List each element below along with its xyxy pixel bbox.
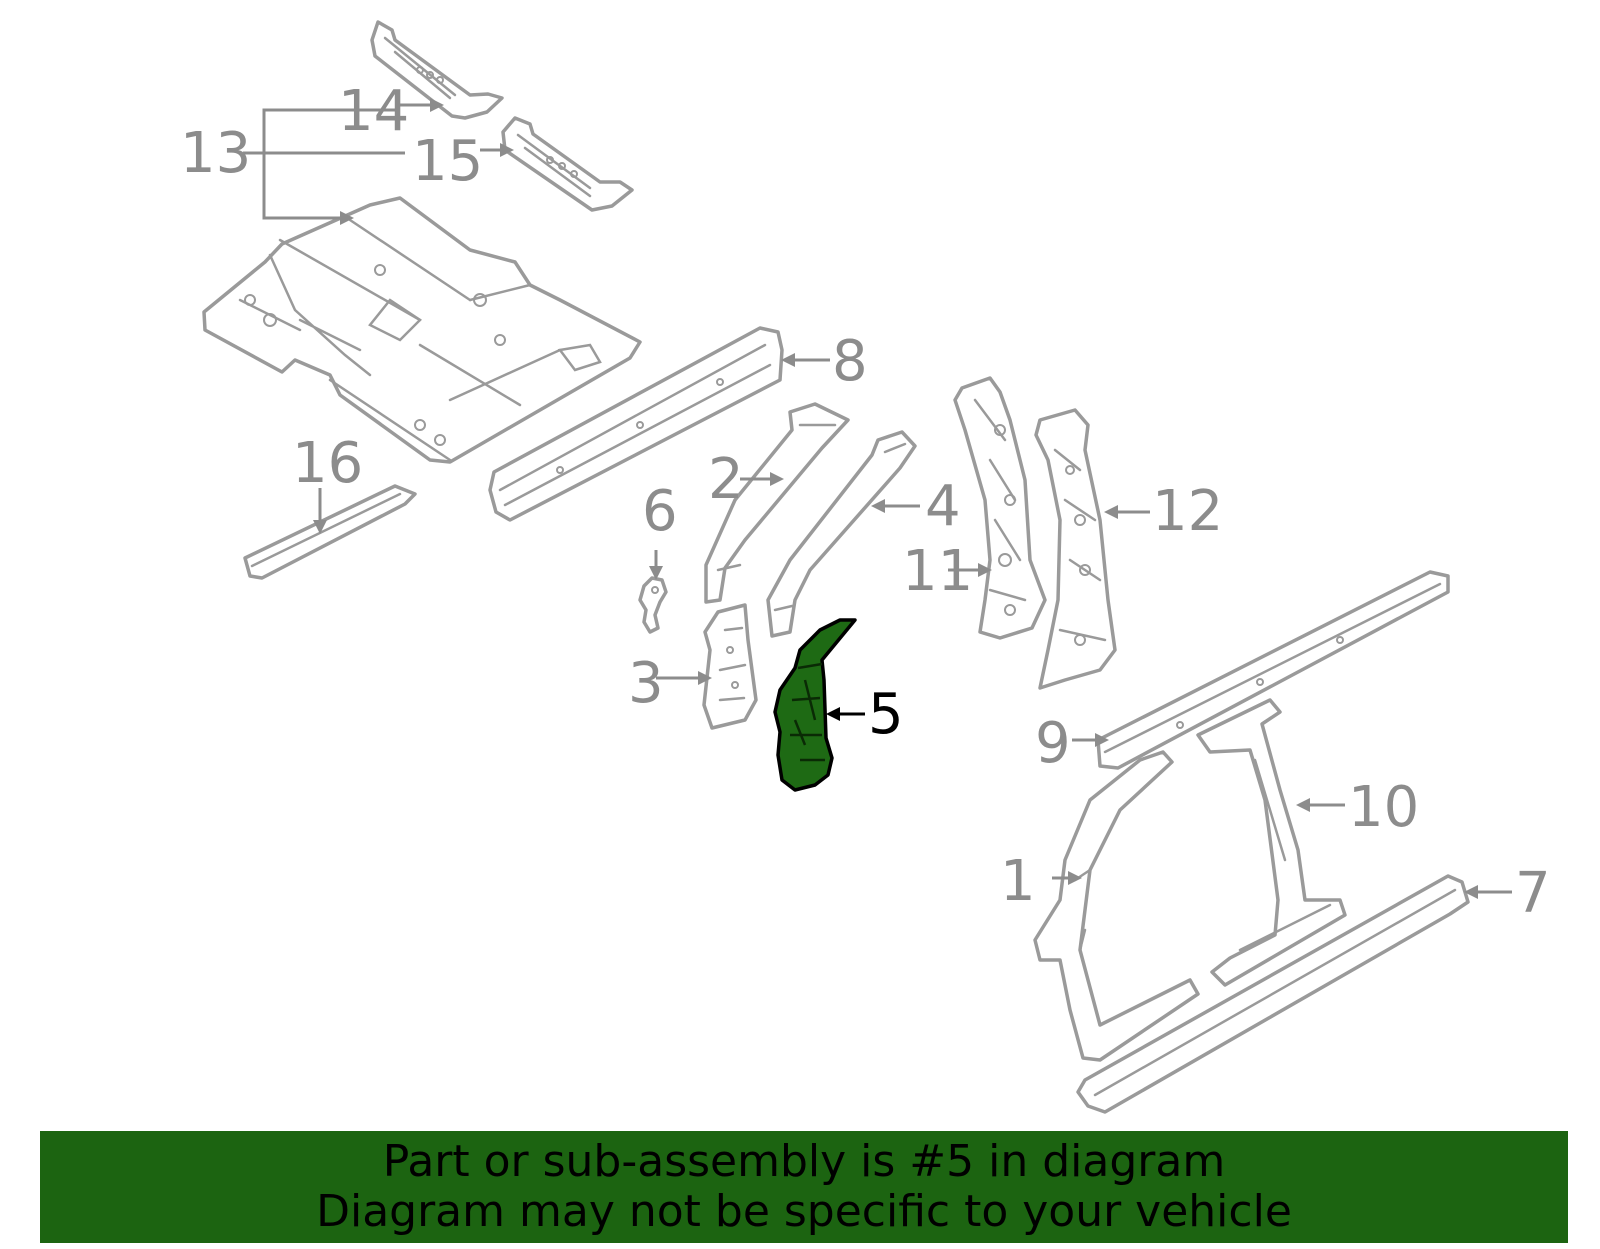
callout-7: 7 [1515, 861, 1551, 926]
callout-6: 6 [642, 479, 678, 544]
part-2[interactable] [704, 402, 850, 604]
part-8[interactable] [488, 326, 784, 522]
callout-13: 13 [180, 121, 251, 186]
leader-lines [243, 98, 1512, 899]
info-banner: Part or sub-assembly is #5 in diagram Di… [40, 1131, 1568, 1243]
part-4[interactable] [766, 430, 917, 638]
callout-14: 14 [338, 79, 409, 144]
callout-12: 12 [1152, 479, 1223, 544]
callout-16: 16 [292, 431, 363, 496]
part-15[interactable] [501, 116, 634, 212]
callout-4: 4 [925, 474, 961, 539]
part-1[interactable] [1033, 750, 1200, 1062]
callout-2: 2 [708, 447, 744, 512]
part-12[interactable] [1034, 408, 1117, 690]
part-9[interactable] [1096, 570, 1450, 770]
part-11[interactable] [953, 376, 1047, 640]
callout-5: 5 [868, 682, 904, 747]
part-7[interactable] [1076, 874, 1470, 1114]
parts-diagram: 13 14 15 16 8 2 4 6 3 5 11 12 9 10 1 7 [180, 20, 1551, 1114]
part-3[interactable] [702, 603, 758, 730]
part-13-floor-pan[interactable] [202, 196, 642, 464]
part-16[interactable] [243, 484, 417, 580]
part-14[interactable] [370, 20, 504, 120]
callout-15: 15 [412, 129, 483, 194]
callout-numbers: 13 14 15 16 8 2 4 6 3 5 11 12 9 10 1 7 [180, 79, 1551, 926]
part-5-highlighted[interactable] [773, 618, 857, 792]
banner-line-disclaimer: Diagram may not be specific to your vehi… [316, 1186, 1292, 1237]
callout-10: 10 [1348, 775, 1419, 840]
part-10[interactable] [1196, 698, 1347, 987]
part-6[interactable] [638, 576, 668, 634]
banner-line-part: Part or sub-assembly is #5 in diagram [382, 1136, 1226, 1187]
callout-3: 3 [628, 651, 664, 716]
callout-8: 8 [832, 329, 868, 394]
callout-11: 11 [902, 539, 973, 604]
callout-1: 1 [1000, 849, 1036, 914]
callout-9: 9 [1035, 711, 1071, 776]
